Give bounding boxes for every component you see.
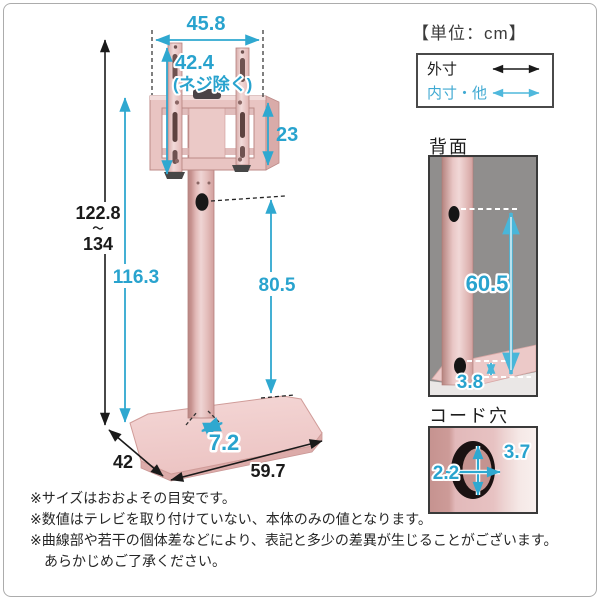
footnote-line: ※サイズはおおよその目安です。 [30,490,236,506]
back-hole-distance-label: 60.5 [466,271,509,296]
mount-rail-right [232,47,251,172]
cord-hole-height-value: 3.7 [504,442,530,463]
dim-pole-height: 116.3 [109,97,163,423]
top-width-label: 45.8 [187,13,226,35]
back-bottom-cord-hole [454,357,466,375]
dim-base-depth: 42 [108,429,164,477]
footnote-line: あらかじめご了承ください。 [44,553,226,569]
inner-dimension-arrow-icon [492,88,540,97]
pole-back-view [441,156,474,386]
stand-main-diagram: 122.8 〜 134 116.3 45.8 42.4 (ネジ除く) 23 [72,13,323,483]
back-view-panel: 60.5 3.8 [428,155,538,397]
cord-hole-width-value: 2.2 [433,463,459,484]
legend-row-outer: 外寸 [427,58,543,79]
footnote-line: ※数値はテレビを取り付けていない、本体のみの値となります。 [30,511,432,527]
back-bottom-offset-label: 3.8 [457,372,483,393]
tv-mount-assembly [149,42,280,185]
back-top-cord-hole [448,206,460,222]
cord-hole-image: 3.7 2.2 [430,428,536,512]
footnote-line: ※曲線部や若干の個体差などにより、表記と多少の差異が生じることがございます。 [30,532,558,548]
dim-cord-hole-size: 3.7 2.2 [431,440,532,496]
dim-top-width: 45.8 [151,13,264,98]
cord-hole-height-label: 80.5 [259,275,296,296]
cord-hole-panel: 3.7 2.2 [428,426,538,514]
base-width-label: 59.7 [250,461,285,481]
outer-dimension-arrow-icon [492,64,540,73]
dim-total-height: 122.8 〜 134 [72,39,124,426]
unit-header: 【単位：cm】 [412,24,527,43]
total-height-min-label: 122.8 [75,203,120,223]
pole-cord-hole [195,193,209,211]
dim-back-hole-distance: 60.5 [463,211,520,376]
bracket-height-note: (ネジ除く) [173,74,252,94]
total-height-tilde: 〜 [93,223,104,235]
dim-cord-hole-height: 80.5 [210,195,301,399]
legend-inner-label: 内寸・他 [427,85,488,102]
dim-mount-height: 23 [262,102,298,166]
total-height-max-label: 134 [83,234,113,254]
back-view-title: 背面 [429,137,469,157]
legend-row-inner: 内寸・他 [427,82,543,103]
pole-height-label: 116.3 [113,267,160,288]
back-view-image: 60.5 3.8 [430,156,537,395]
pole-top-cap [193,89,221,99]
dimension-legend: 外寸 内寸・他 [416,53,554,108]
mount-height-label: 23 [276,124,298,146]
footnotes: ※サイズはおおよその目安です。 ※数値はテレビを取り付けていない、本体のみの値と… [30,488,588,572]
bracket-height-label: 42.4 [175,52,215,74]
cord-hole-title: コード穴 [429,406,509,426]
legend-outer-label: 外寸 [427,61,458,78]
dim-base-width: 59.7 [170,439,323,483]
dim-back-bottom-offset: 3.8 [455,362,496,395]
pole-base-width-label: 7.2 [209,430,240,455]
dim-bracket-height: 42.4 (ネジ除く) [161,47,254,175]
base-depth-label: 42 [113,452,133,472]
